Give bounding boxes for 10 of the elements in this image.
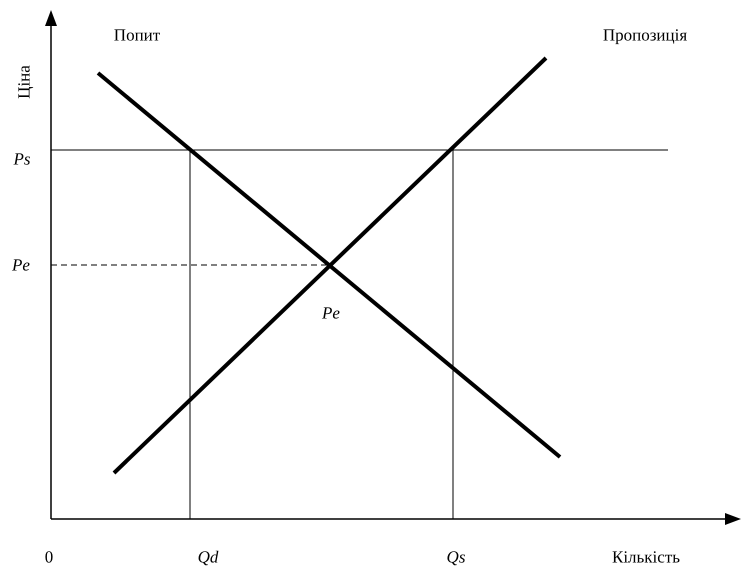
axis-value-label: Qd	[198, 548, 218, 566]
point-label: Pe	[322, 304, 340, 322]
curve-label: Попит	[114, 26, 160, 44]
axis-value-label: Qs	[446, 548, 466, 566]
axis-value-label: Pe	[12, 256, 30, 274]
axis-origin-label: 0	[44, 548, 54, 566]
curve-label: Пропозиція	[602, 26, 688, 44]
axis-title: Кількість	[612, 548, 680, 566]
axis-title: Ціна	[16, 65, 32, 99]
axis-value-label: Ps	[14, 150, 30, 168]
